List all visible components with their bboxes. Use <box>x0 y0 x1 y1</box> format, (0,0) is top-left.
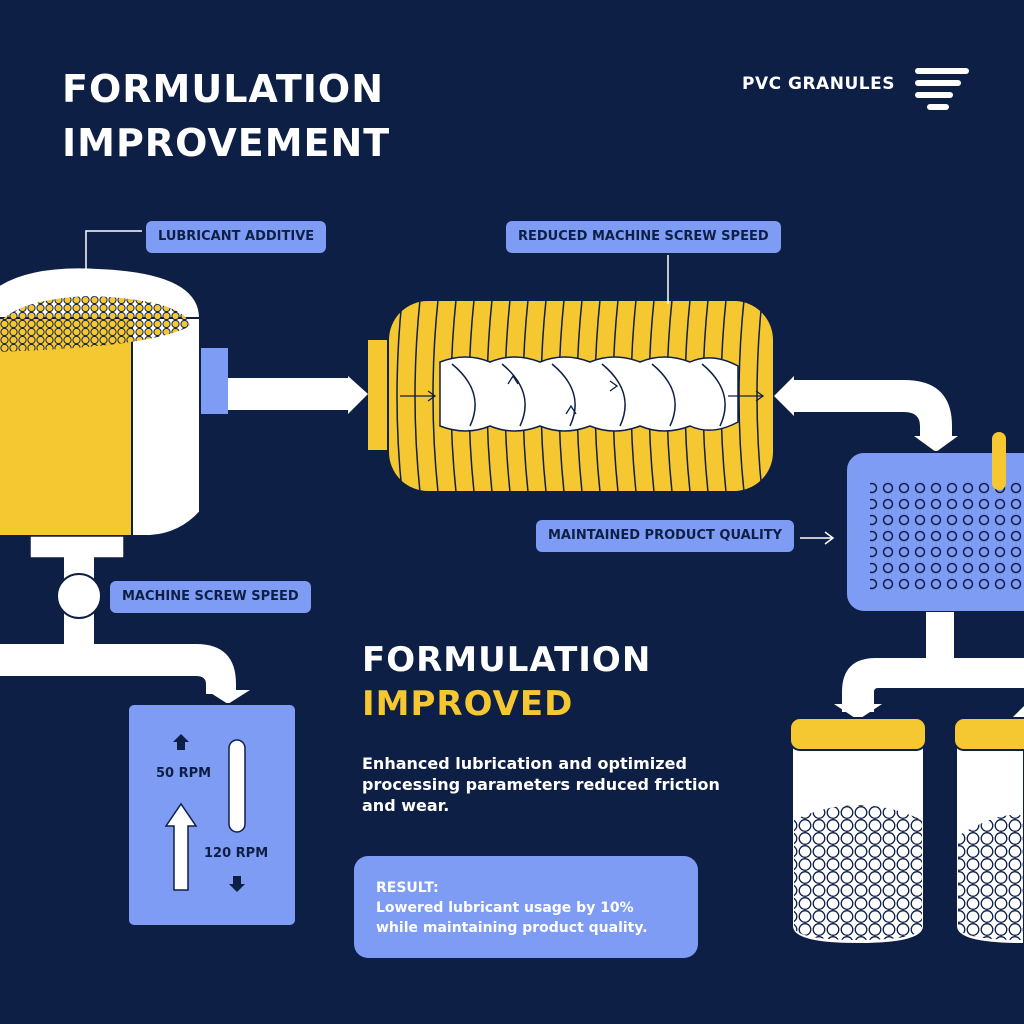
summary-heading-line-2: IMPROVED <box>362 684 574 724</box>
maintained-quality-label: MAINTAINED PRODUCT QUALITY <box>536 520 795 552</box>
result-label: RESULT: <box>376 880 439 896</box>
granule-canister-1 <box>789 717 927 946</box>
quality-pointer-arrow <box>800 531 835 545</box>
page-title-line-2: IMPROVEMENT <box>62 121 391 165</box>
result-line-1: Lowered lubricant usage by 10% <box>376 900 634 916</box>
summary-heading-line-1: FORMULATION <box>362 640 652 680</box>
screen-filter-unit <box>845 432 1024 613</box>
output-pipe <box>774 376 958 452</box>
summary-description: Enhanced lubrication and optimized proce… <box>362 754 720 815</box>
extruder-barrel <box>368 299 775 493</box>
up-arrow-icon <box>173 734 189 750</box>
upper-speed-value: 50 RPM <box>156 766 212 781</box>
result-card: RESULT: Lowered lubricant usage by 10% w… <box>354 856 698 958</box>
split-pipe <box>834 612 1024 720</box>
lower-speed-value: 120 RPM <box>204 846 269 861</box>
brand-label: PVC GRANULES <box>742 74 895 94</box>
speed-panel <box>127 703 297 927</box>
lubricant-leader-arrow <box>79 230 142 284</box>
feed-pipe <box>228 376 368 414</box>
page-title-line-1: FORMULATION <box>62 67 385 111</box>
granule-canister-2 <box>953 717 1024 945</box>
summary-heading: FORMULATION IMPROVED <box>362 638 651 726</box>
hopper-tank <box>0 266 228 559</box>
result-line-2: while maintaining product quality. <box>376 920 648 936</box>
valve-pipe <box>0 556 250 704</box>
page-title: FORMULATION IMPROVEMENT <box>62 62 390 170</box>
lubricant-additive-label: LUBRICANT ADDITIVE <box>146 221 327 253</box>
reduced-screw-speed-label: REDUCED MACHINE SCREW SPEED <box>506 221 781 253</box>
machine-screw-speed-label: MACHINE SCREW SPEED <box>110 581 311 613</box>
stacked-lines-logo-icon <box>915 68 969 110</box>
down-arrow-icon <box>229 876 245 892</box>
